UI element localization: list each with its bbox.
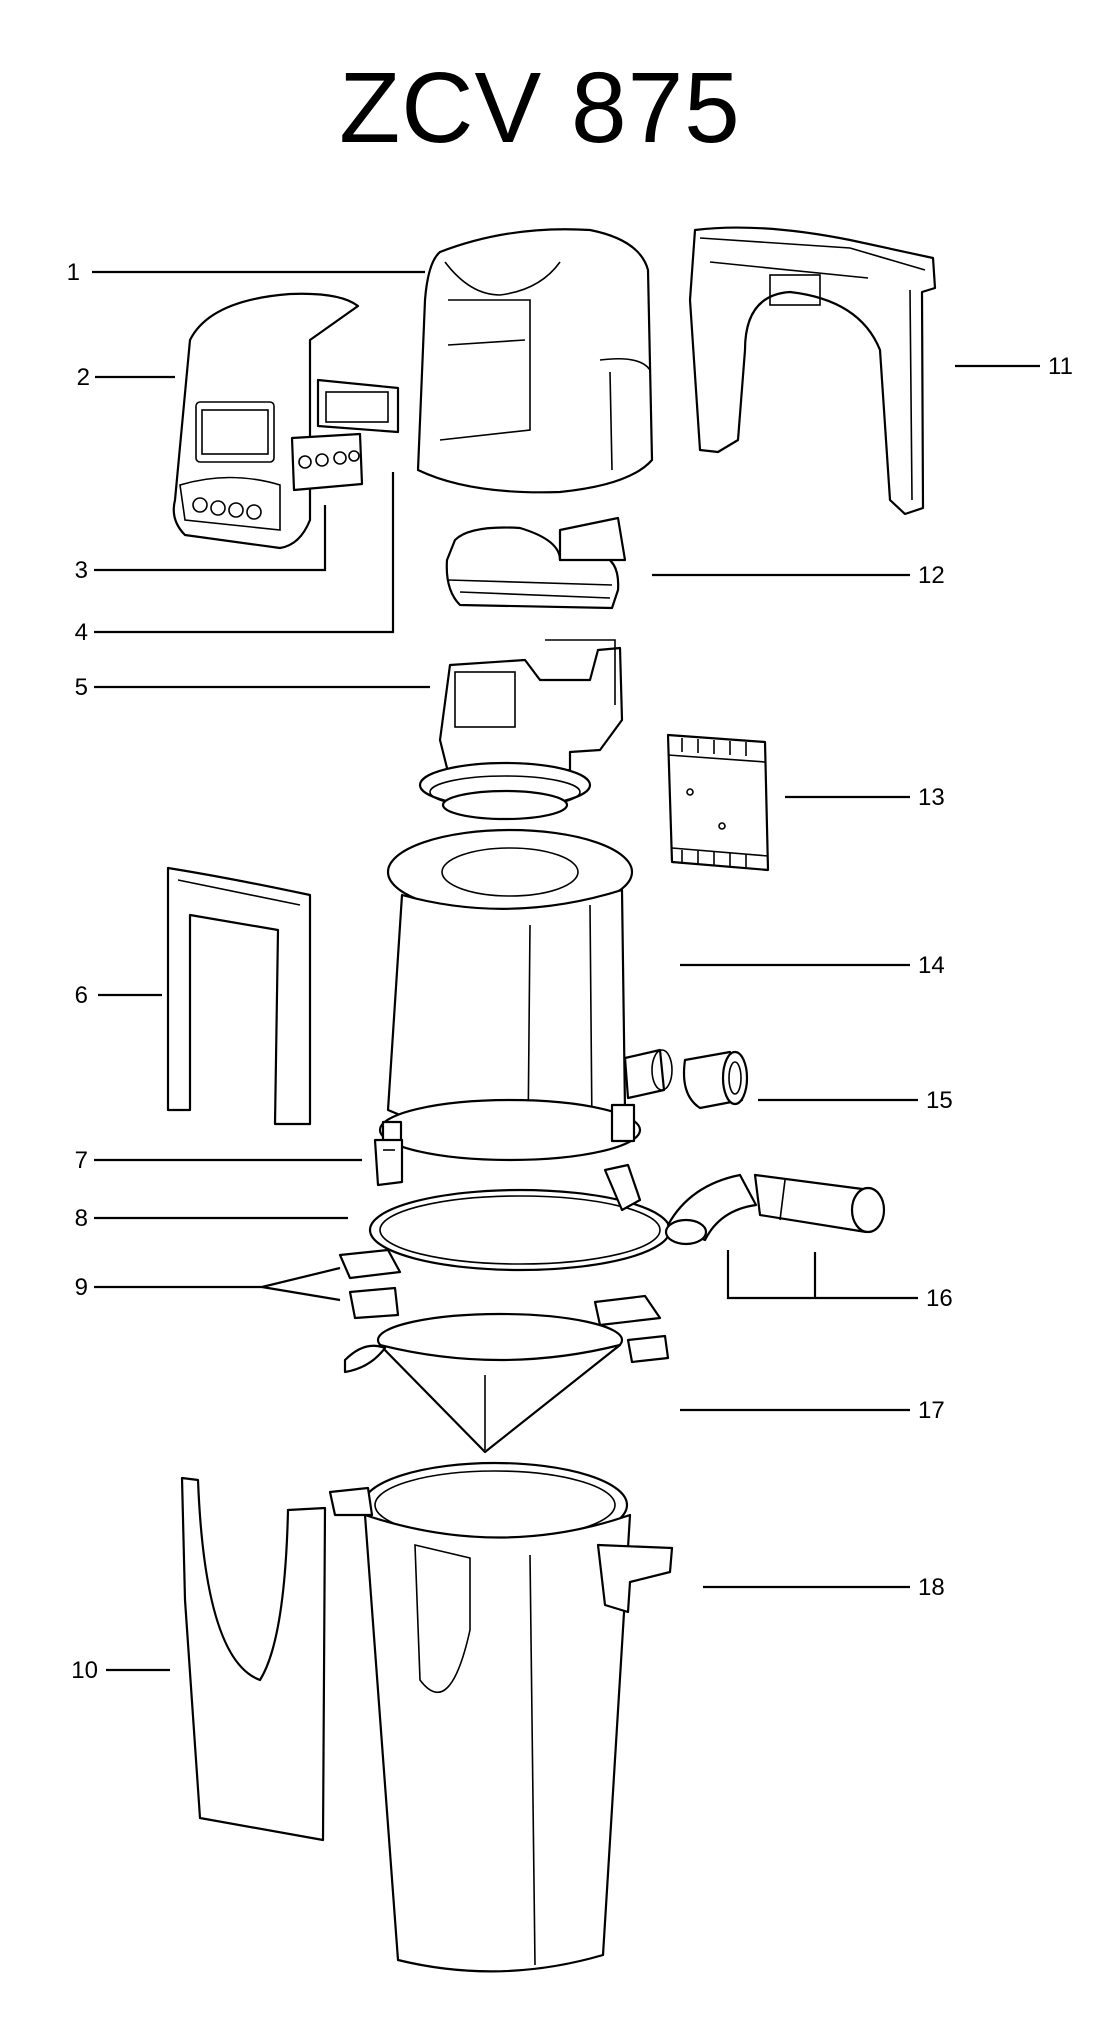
label-part-17: 17 [918, 1397, 945, 1424]
part-14-motor-housing [378, 828, 673, 1162]
label-part-14: 14 [918, 952, 945, 979]
part-10-bucket-trim [180, 1476, 327, 1842]
part-9-clips [338, 1248, 670, 1364]
label-part-12: 12 [918, 562, 945, 589]
part-15-inlet-adapter [682, 1050, 749, 1110]
part-18-dust-container [328, 1461, 674, 1973]
part-13-mounting-bracket [666, 733, 770, 872]
part-6-side-trim [166, 866, 312, 1126]
label-part-7: 7 [75, 1147, 88, 1174]
part-2-control-housing [172, 292, 360, 550]
part-7-bottom-rim [373, 1138, 404, 1187]
part-12-motor-cover [445, 516, 627, 610]
part-16-hose-elbow [664, 1173, 886, 1246]
part-3-circuit-board [290, 432, 364, 492]
label-part-4: 4 [75, 619, 88, 646]
part-4-display-window [316, 378, 400, 434]
part-8-seal-ring [368, 1163, 672, 1272]
part-17-filter-bag [343, 1312, 624, 1454]
label-part-10: 10 [71, 1657, 98, 1684]
label-part-13: 13 [918, 784, 945, 811]
label-part-18: 18 [918, 1574, 945, 1601]
label-part-1: 1 [67, 259, 80, 286]
label-part-11: 11 [1048, 353, 1073, 380]
leader-lines [92, 270, 1040, 1672]
label-part-3: 3 [75, 557, 88, 584]
part-11-handle [688, 226, 937, 516]
part-1-top-cover [416, 228, 654, 494]
label-part-5: 5 [75, 674, 88, 701]
label-part-9: 9 [75, 1274, 88, 1301]
label-part-6: 6 [75, 982, 88, 1009]
label-part-16: 16 [926, 1285, 953, 1312]
label-part-2: 2 [77, 364, 90, 391]
part-5-motor [418, 639, 624, 821]
label-part-8: 8 [75, 1205, 88, 1232]
label-part-15: 15 [926, 1087, 953, 1114]
page-title: ZCV 875 [339, 52, 741, 164]
